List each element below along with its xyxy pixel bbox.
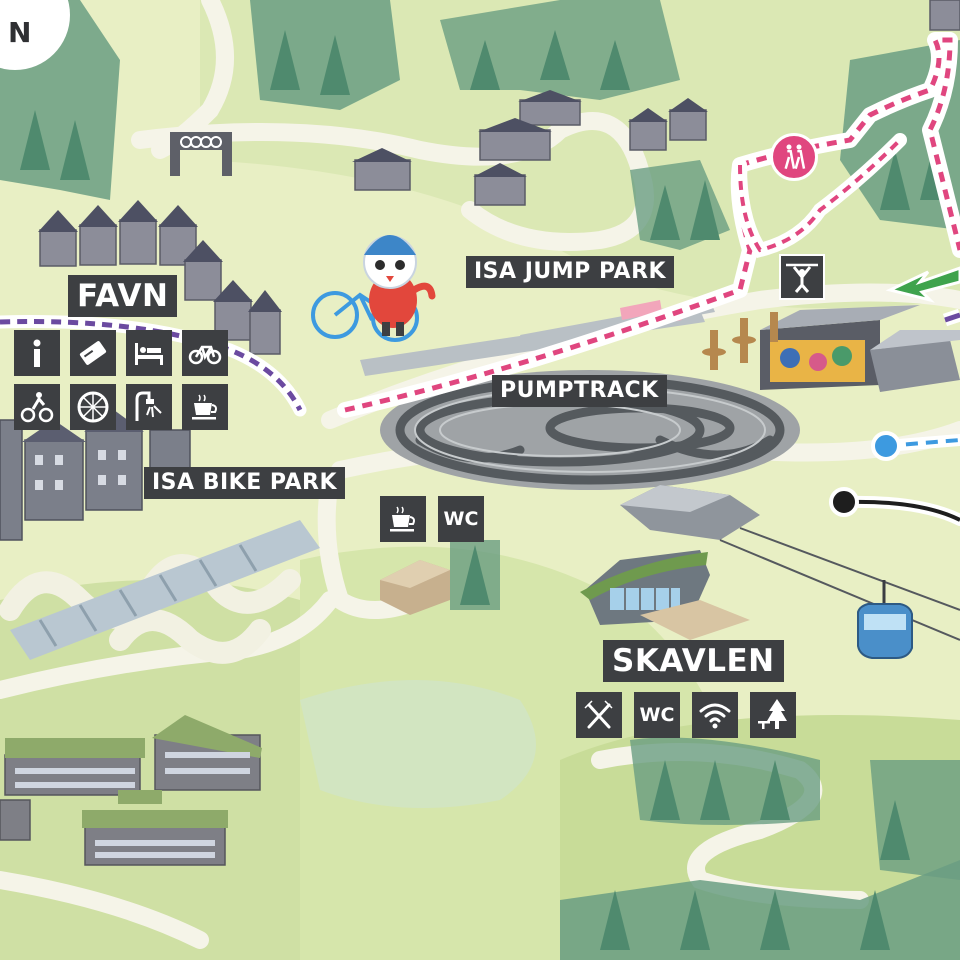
picnic-area-icon[interactable] xyxy=(750,692,796,738)
restaurant-icon[interactable] xyxy=(576,692,622,738)
place-label-pumptrack[interactable]: PUMPTRACK xyxy=(492,375,667,408)
high-ropes-icon[interactable] xyxy=(779,254,825,300)
mountain-biker-icon[interactable] xyxy=(14,384,60,430)
wc-text: WC xyxy=(443,508,479,530)
wc-icon[interactable]: WC xyxy=(634,692,680,738)
north-letter: N xyxy=(8,16,32,49)
bike-wheel-icon[interactable] xyxy=(70,384,116,430)
bike-wash-icon[interactable] xyxy=(126,384,172,430)
info-icon[interactable] xyxy=(14,330,60,376)
ski-pass-icon[interactable] xyxy=(70,330,116,376)
hiking-icon[interactable] xyxy=(770,133,818,181)
lodging-icon[interactable] xyxy=(126,330,172,376)
wc-icon[interactable]: WC xyxy=(438,496,484,542)
bicycle-icon[interactable] xyxy=(182,330,228,376)
place-label-favn[interactable]: FAVN xyxy=(68,275,178,318)
cafe-icon[interactable] xyxy=(380,496,426,542)
place-label-skavlen[interactable]: SKAVLEN xyxy=(603,640,784,683)
wifi-icon[interactable] xyxy=(692,692,738,738)
cafe-icon[interactable] xyxy=(182,384,228,430)
place-label-isa-jump-park[interactable]: ISA JUMP PARK xyxy=(466,256,675,289)
wc-text: WC xyxy=(639,704,675,726)
place-label-isa-bike-park[interactable]: ISA BIKE PARK xyxy=(144,467,346,500)
